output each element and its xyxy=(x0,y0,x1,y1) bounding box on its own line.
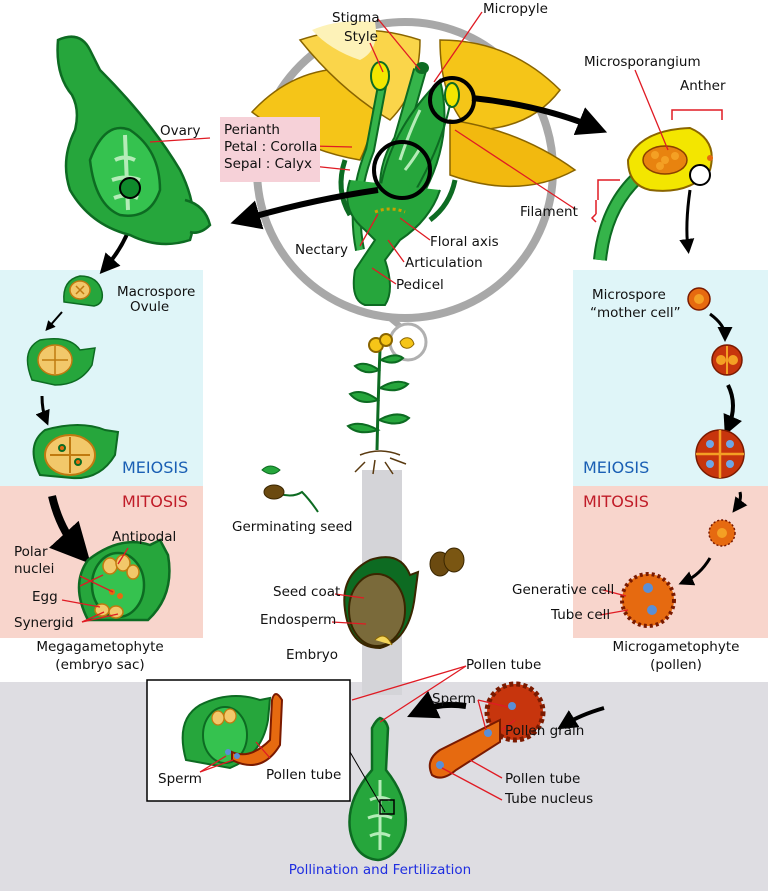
pedicel-label: Pedicel xyxy=(396,277,444,293)
flower-pedicel xyxy=(338,159,458,306)
petal-label: Petal : Corolla xyxy=(224,139,318,155)
sepal-label: Sepal : Calyx xyxy=(224,156,313,172)
pollen-grain-label: Pollen grain xyxy=(505,723,585,739)
endosperm-label: Endosperm xyxy=(260,612,337,628)
perianth-label-box xyxy=(220,117,320,182)
polar-label: Polar xyxy=(14,544,48,560)
seed-section-illustration xyxy=(343,556,420,650)
pollination-pistil-illustration xyxy=(348,716,408,862)
microgametophyte-label: Microgametophyte xyxy=(612,639,740,655)
germinating-seed-illustration xyxy=(261,465,319,513)
sperm-right-label: Sperm xyxy=(432,691,476,707)
microspore-label: Microspore xyxy=(592,287,666,303)
anther-illustration xyxy=(593,126,713,261)
anther-label: Anther xyxy=(680,78,726,94)
microsporangium-label: Microsporangium xyxy=(584,54,701,70)
microspore-stages xyxy=(620,287,745,628)
seeds-illustration xyxy=(429,547,465,577)
inset-to-pistil-line xyxy=(349,751,386,813)
pollen-tube-top-label: Pollen tube xyxy=(466,657,542,673)
pollen-tube-inset-label: Pollen tube xyxy=(266,767,342,783)
floral-axis-label: Floral axis xyxy=(430,234,499,250)
ovule-label: Ovule xyxy=(130,299,170,315)
mother-cell-label: “mother cell” xyxy=(590,305,681,321)
macrospore-label: Macrospore xyxy=(117,284,196,300)
megagametophyte-label: Megagametophyte xyxy=(36,639,164,655)
stigma-label: Stigma xyxy=(332,10,380,26)
nuclei-label: nuclei xyxy=(14,561,55,577)
anther-bracket xyxy=(671,109,723,120)
tube-cell-label: Tube cell xyxy=(551,607,611,623)
pollen-grain-tube-illustration xyxy=(428,681,546,779)
synergid-label: Synergid xyxy=(14,615,74,631)
pollen-tube-right-label: Pollen tube xyxy=(505,771,581,787)
zoom-circle-ovary xyxy=(372,140,432,200)
antipodal-label: Antipodal xyxy=(112,529,177,545)
mitosis-label-right: MITOSIS xyxy=(583,492,649,511)
ovary-label: Ovary xyxy=(160,123,201,139)
germinating-seed-label: Germinating seed xyxy=(232,519,353,535)
tube-nucleus-label: Tube nucleus xyxy=(505,791,594,807)
embryo-label: Embryo xyxy=(286,647,339,663)
pollination-caption: Pollination and Fertilization xyxy=(288,862,472,878)
seedling-plant xyxy=(346,333,411,475)
mitosis-label-left: MITOSIS xyxy=(122,492,188,511)
sperm-inset-label: Sperm xyxy=(158,771,202,787)
meiosis-label-left: MEIOSIS xyxy=(122,458,189,477)
nectary-label: Nectary xyxy=(295,242,348,258)
articulation-label: Articulation xyxy=(405,255,483,271)
leader-lines xyxy=(61,11,669,801)
generative-cell-label: Generative cell xyxy=(512,582,615,598)
style-label: Style xyxy=(344,29,378,45)
egg-label: Egg xyxy=(32,589,58,605)
filament-bracket xyxy=(590,179,620,223)
meiosis-label-right: MEIOSIS xyxy=(583,458,650,477)
filament-label: Filament xyxy=(520,204,578,220)
ovary-illustration xyxy=(56,35,212,246)
ovule-stage-2 xyxy=(26,338,96,386)
embryo-sac-label: (embryo sac) xyxy=(55,657,145,673)
seed-coat-label: Seed coat xyxy=(273,584,341,600)
pollen-label: (pollen) xyxy=(650,657,702,673)
micropyle-label: Micropyle xyxy=(483,1,548,17)
ovule-stage-3 xyxy=(32,424,120,480)
ovule-stage-1 xyxy=(63,275,104,307)
perianth-label: Perianth xyxy=(224,122,280,138)
